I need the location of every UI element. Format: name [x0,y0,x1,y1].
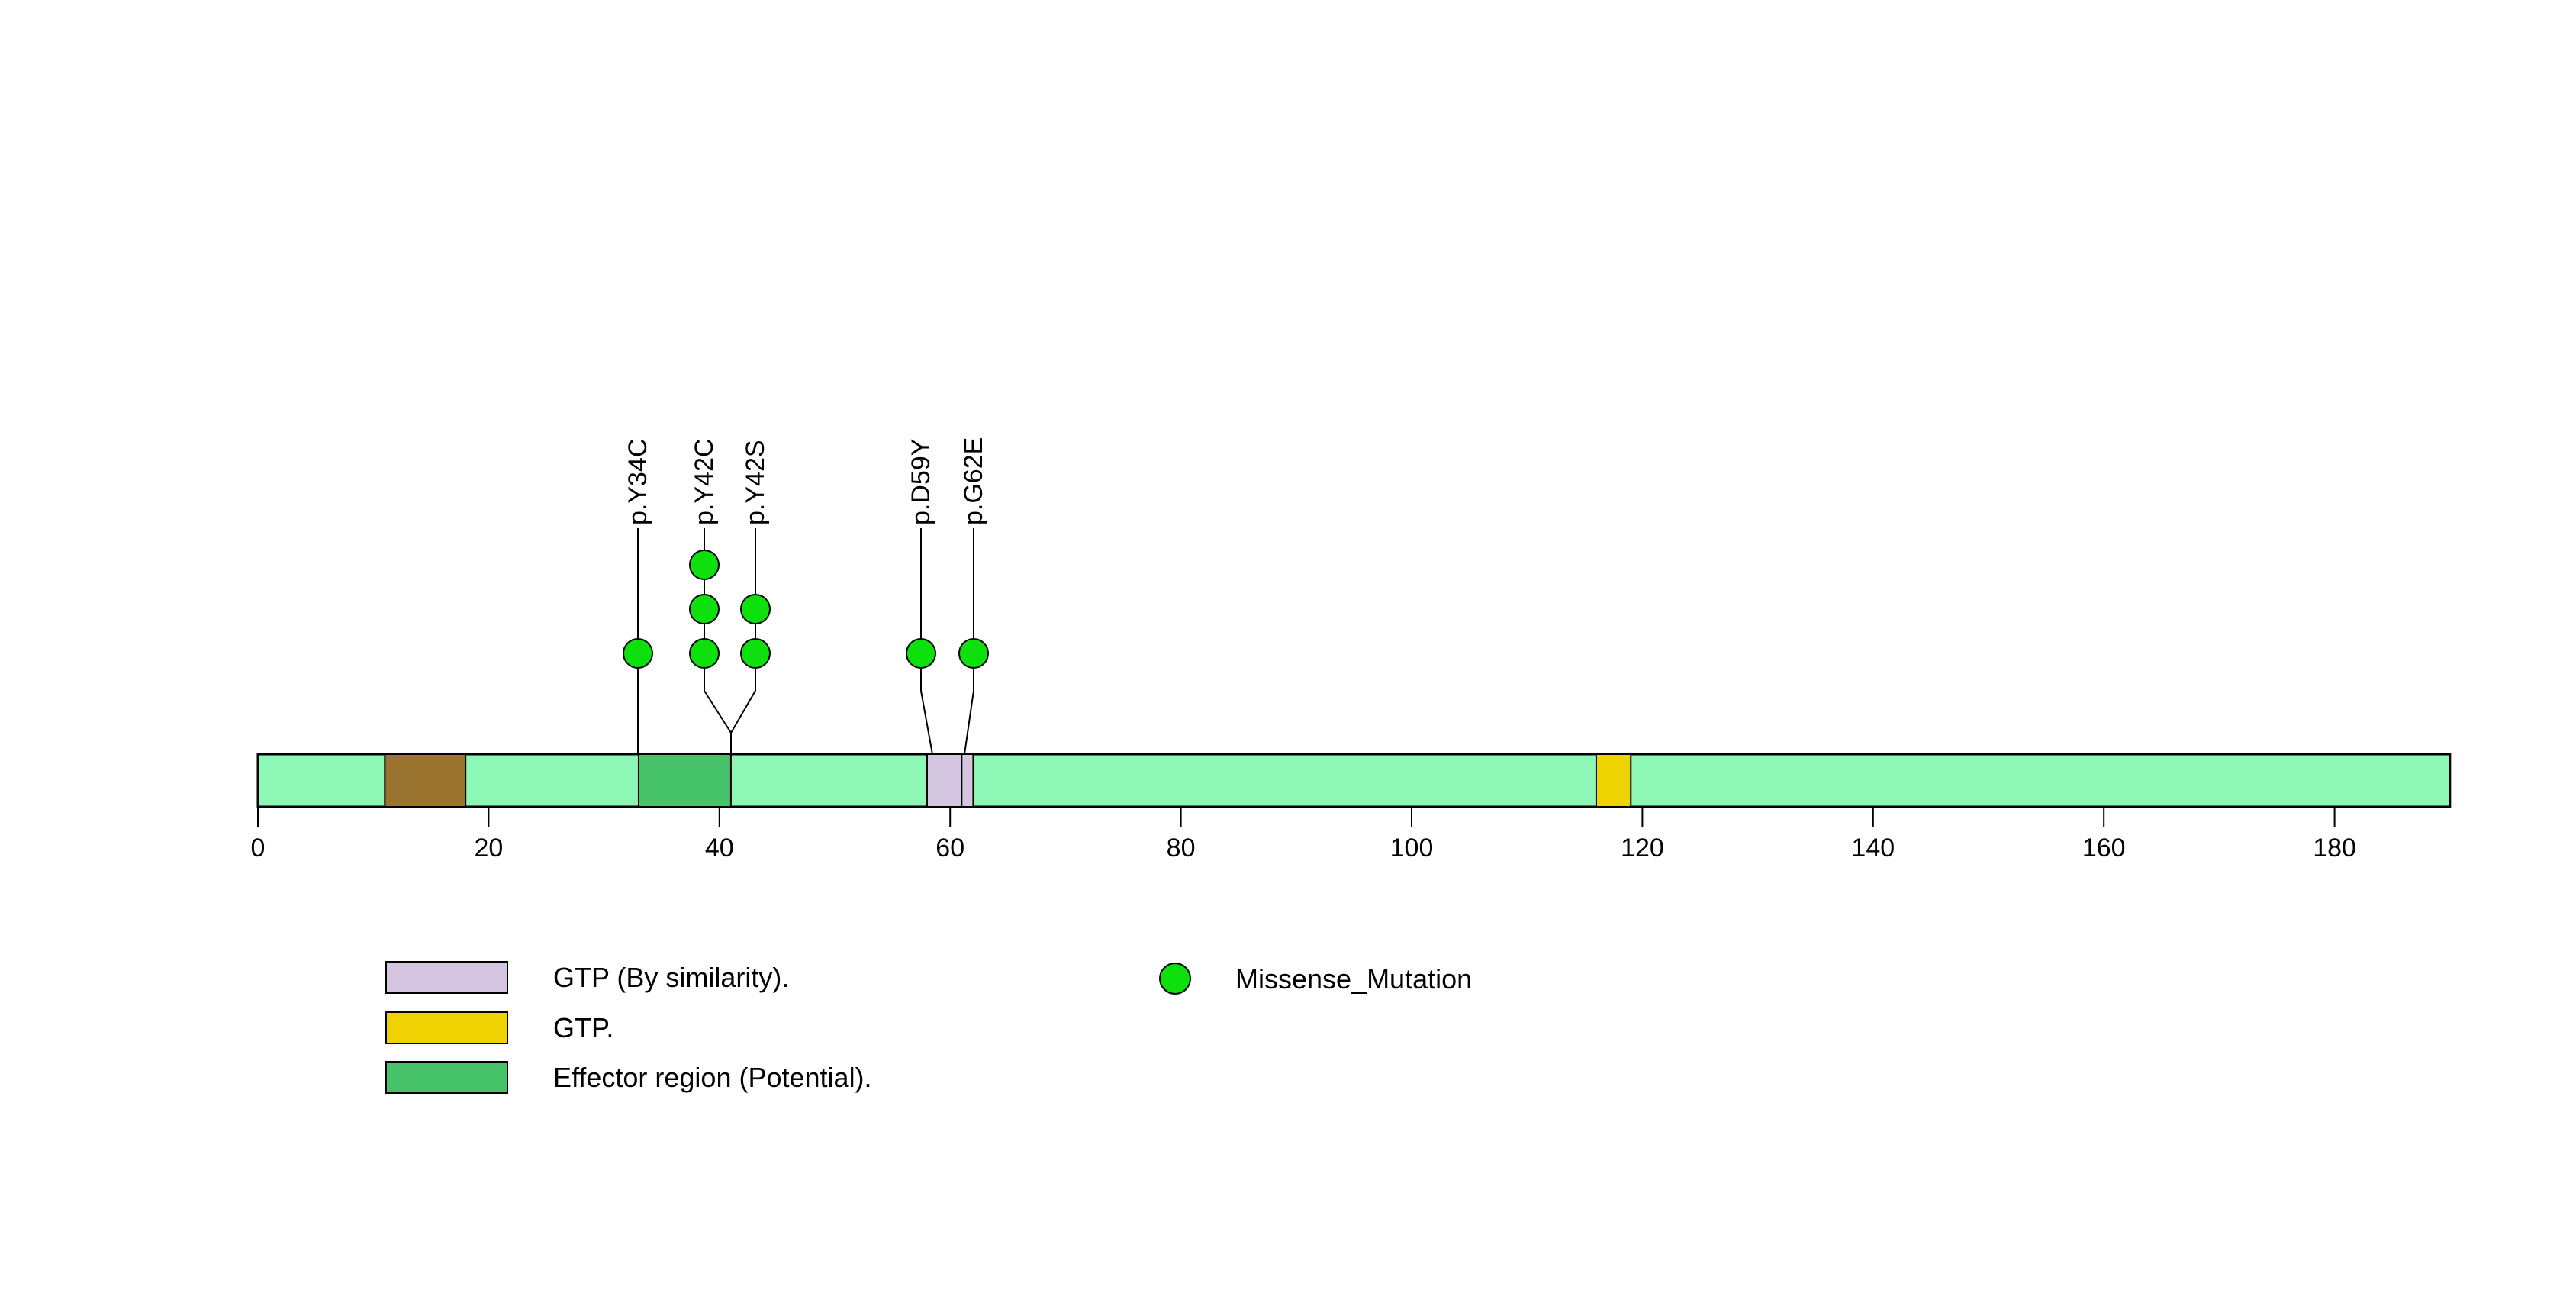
mutation-circle [740,638,771,669]
mutation-labels: p.Y34C p.Y42C p.Y42S p.D59Y p.G62E [623,437,988,525]
protein-bar [256,753,2452,808]
legend-label-gtp-similarity: GTP (By similarity). [553,962,789,993]
mutation-stick [704,528,732,734]
mutation-label: p.D59Y [906,439,935,525]
legend-label-gtp: GTP. [553,1012,613,1043]
legend-missense-circle-icon [1159,963,1191,995]
mutation-stick [964,528,974,755]
domain-rect-3 [961,753,974,808]
mutation-label: p.Y42S [741,440,770,525]
mutation-circle [906,638,936,669]
mutation-stick [730,528,756,734]
domain-rect-2 [926,753,963,808]
mutation-label: p.Y34C [623,439,652,525]
axis-tick-label: 60 [935,834,964,863]
mutation-circle [689,550,720,580]
legend-swatch-effector-region [385,1061,508,1094]
axis-tick-label: 180 [2313,834,2356,863]
protein-bar-group [256,753,2452,808]
mutation-circle [740,594,771,624]
axis-tick-label: 40 [705,834,734,863]
domain-rect-4 [1595,753,1632,808]
axis-tick-label: 140 [1851,834,1895,863]
legend-swatch-gtp [385,1011,508,1044]
axis-tick-label: 160 [2082,834,2126,863]
mutation-label: p.Y42C [690,439,719,525]
axis-tick-label: 80 [1167,834,1196,863]
mutation-circle [623,638,653,669]
legend-swatch-gtp-similarity [385,961,508,994]
mutation-circle [689,638,720,669]
x-axis: 0 20 40 60 80 100 120 140 160 180 [251,807,2356,863]
axis-tick-label: 20 [474,834,503,863]
mutation-circle [689,594,720,624]
axis-tick-label: 0 [251,834,266,863]
domain-rect-0 [384,753,467,808]
mutation-circle [958,638,989,669]
lollipop-circles [623,550,989,669]
legend-label-missense-mutation: Missense_Mutation [1235,963,1472,995]
lollipop-sticks [637,528,974,755]
axis-tick-label: 120 [1621,834,1664,863]
mutation-stick [920,528,933,755]
legend: GTP (By similarity). GTP. Effector regio… [385,961,1472,1094]
axis-tick-label: 100 [1390,834,1434,863]
domain-rect-1 [637,753,732,808]
mutation-label: p.G62E [959,437,988,525]
legend-label-effector-region: Effector region (Potential). [553,1062,872,1093]
